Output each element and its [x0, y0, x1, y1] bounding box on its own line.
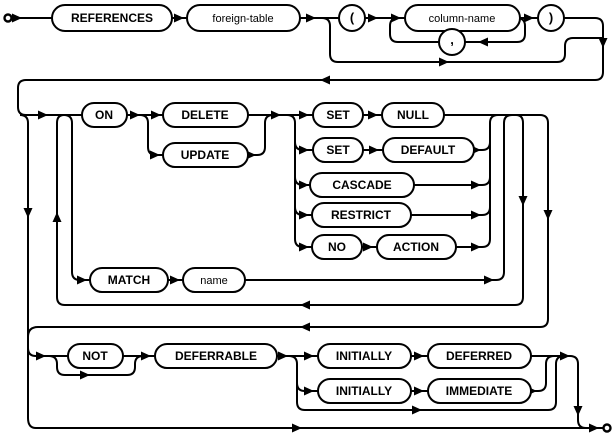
node-deferred-label: DEFERRED — [446, 349, 512, 363]
node-initially-2: INITIALLY — [317, 378, 412, 404]
node-close-paren-label: ) — [549, 10, 553, 25]
node-cascade: CASCADE — [309, 172, 415, 198]
node-open-paren-label: ( — [350, 10, 355, 25]
node-foreign-table-label: foreign-table — [212, 13, 273, 25]
node-restrict-label: RESTRICT — [331, 208, 392, 222]
node-update-label: UPDATE — [181, 148, 229, 162]
node-comma-label: , — [450, 32, 454, 47]
node-on: ON — [81, 102, 128, 128]
node-deferrable: DEFERRABLE — [154, 343, 278, 369]
node-initially-1: INITIALLY — [317, 343, 412, 369]
node-column-name-label: column-name — [429, 13, 496, 25]
connector-lines — [12, 17, 604, 429]
node-set-1-label: SET — [326, 108, 350, 122]
node-null: NULL — [381, 102, 445, 128]
node-close-paren: ) — [537, 4, 565, 32]
node-no: NO — [311, 234, 363, 260]
node-references-label: REFERENCES — [71, 11, 153, 25]
node-match-label: MATCH — [108, 273, 150, 287]
node-comma: , — [438, 28, 466, 56]
node-references: REFERENCES — [51, 4, 173, 32]
node-initially-1-label: INITIALLY — [336, 349, 392, 363]
node-default: DEFAULT — [382, 137, 475, 163]
node-null-label: NULL — [397, 108, 429, 122]
node-set-1: SET — [312, 102, 364, 128]
node-set-2: SET — [312, 137, 364, 163]
node-name: name — [182, 267, 246, 293]
node-no-label: NO — [328, 240, 346, 254]
node-set-2-label: SET — [326, 143, 350, 157]
node-cascade-label: CASCADE — [332, 178, 391, 192]
node-delete-label: DELETE — [181, 108, 228, 122]
arrowheads — [12, 13, 608, 433]
node-name-label: name — [200, 275, 228, 287]
node-update: UPDATE — [162, 142, 249, 168]
node-restrict: RESTRICT — [311, 202, 412, 228]
node-default-label: DEFAULT — [401, 143, 456, 157]
node-foreign-table: foreign-table — [186, 4, 301, 32]
node-delete: DELETE — [162, 102, 249, 128]
node-column-name: column-name — [404, 4, 521, 32]
node-open-paren: ( — [338, 4, 366, 32]
node-on-label: ON — [95, 108, 113, 122]
node-not-label: NOT — [82, 349, 108, 363]
node-match: MATCH — [89, 267, 169, 293]
node-not: NOT — [67, 343, 124, 369]
node-action-label: ACTION — [393, 240, 439, 254]
node-immediate-label: IMMEDIATE — [446, 384, 512, 398]
start-terminal — [3, 13, 13, 23]
node-action: ACTION — [376, 234, 457, 260]
node-deferred: DEFERRED — [427, 343, 532, 369]
node-initially-2-label: INITIALLY — [336, 384, 392, 398]
node-immediate: IMMEDIATE — [427, 378, 532, 404]
end-terminal — [602, 423, 612, 433]
node-deferrable-label: DEFERRABLE — [175, 349, 257, 363]
